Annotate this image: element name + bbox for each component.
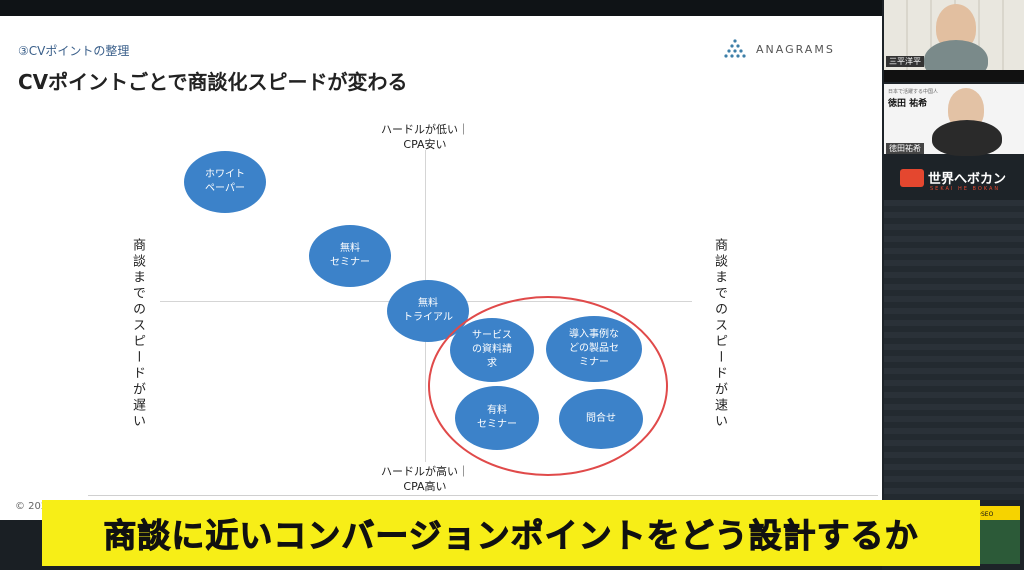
bubble-paid-seminar: 有料 セミナー — [455, 386, 539, 450]
speaker-2-name: 徳田 祐希 — [888, 99, 928, 109]
section-label: ③CVポイントの整理 — [18, 44, 130, 58]
speaker-2-name-tag: 徳田祐希 — [886, 143, 924, 154]
caption-text: 商談に近いコンバージョンポイントをどう設計するか — [103, 516, 919, 556]
copyright-text: © 2024 — [15, 501, 54, 512]
speaker-video-1 — [884, 0, 1024, 70]
background-cityscape — [884, 200, 1024, 500]
bubble-free-seminar: 無料 セミナー — [309, 225, 391, 287]
bubble-document-request: サービス の資料請 求 — [450, 318, 534, 382]
brand-name: 世界へボカン — [928, 172, 1007, 187]
bubble-inquiry: 問合せ — [559, 389, 643, 449]
axis-label-bottom: ハードルが高い｜ CPA高い — [381, 465, 469, 493]
ad-strip — [884, 70, 1024, 82]
caption-bar: 商談に近いコンバージョンポイントをどう設計するか — [42, 500, 980, 566]
highlight-ring — [428, 296, 668, 476]
presentation-slide: ③CVポイントの整理 CVポイントごとで商談化スピードが変わる ANAGRAMS… — [0, 16, 882, 520]
speaker-body — [924, 40, 988, 70]
brand-subtitle: SEKAI HE BOKAN — [930, 186, 1001, 192]
bottom-rule — [88, 495, 878, 496]
axis-label-right: 商談までのスピードが速い — [712, 238, 727, 430]
channel-brand: 世界へボカン — [900, 168, 1006, 187]
logo-text: ANAGRAMS — [756, 42, 835, 56]
company-logo: ANAGRAMS — [722, 36, 835, 62]
triangle-logo-icon — [724, 39, 746, 58]
speaker-2-body — [932, 120, 1002, 156]
speaker-2-role: 日本で活躍する中国人 — [888, 89, 939, 95]
axis-label-top: ハードルが低い｜ CPA安い — [381, 123, 469, 151]
speech-bubble-icon — [900, 168, 924, 187]
speaker-1-name-tag: 三平洋平 — [886, 56, 924, 67]
top-bar — [0, 0, 1024, 16]
bubble-white-paper: ホワイト ペーパー — [184, 151, 266, 213]
slide-title: CVポイントごとで商談化スピードが変わる — [18, 70, 408, 94]
axis-label-left: 商談までのスピードが遅い — [130, 238, 145, 430]
speaker-video-2 — [884, 84, 1024, 156]
bubble-case-study-seminar: 導入事例な どの製品セ ミナー — [546, 316, 642, 382]
